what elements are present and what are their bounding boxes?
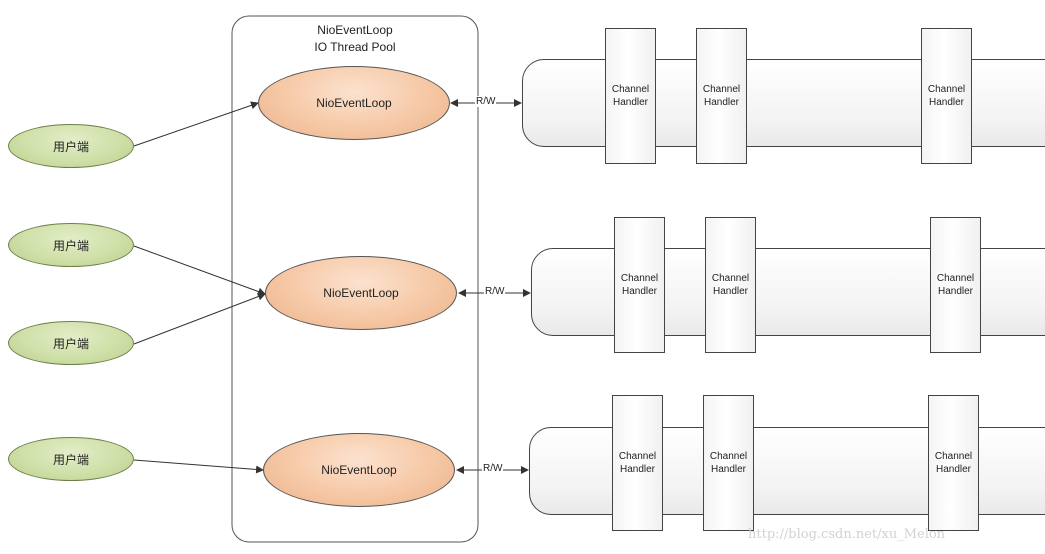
handler-label-line1: Channel [702, 84, 741, 95]
event-loop-node: NioEventLoop [258, 66, 450, 140]
client-2-to-loop-2-arrow [133, 245, 266, 296]
channel-handler: Channel Handler [930, 217, 981, 353]
client-node: 用户端 [8, 124, 134, 168]
handler-label-line2: Handler [928, 97, 965, 108]
handler-label-line2: Handler [621, 286, 658, 297]
thread-pool-title: NioEventLoop IO Thread Pool [232, 22, 478, 56]
channel-handler: Channel Handler [614, 217, 665, 353]
handler-label-line2: Handler [937, 286, 974, 297]
channel-handler: Channel Handler [705, 217, 756, 353]
client-label: 用户端 [52, 139, 89, 154]
thread-pool-title-line2: IO Thread Pool [314, 40, 396, 54]
rw-label: R/W [475, 96, 497, 107]
handler-label-line2: Handler [703, 97, 740, 108]
client-1-to-loop-1-arrow [133, 101, 259, 147]
thread-pool-title-line1: NioEventLoop [317, 23, 393, 37]
handler-label-line1: Channel [927, 84, 966, 95]
event-loop-node: NioEventLoop [265, 256, 457, 330]
rw-label: R/W [484, 286, 506, 297]
client-node: 用户端 [8, 437, 134, 481]
client-label: 用户端 [52, 238, 89, 253]
handler-label-line1: Channel [711, 273, 750, 284]
client-node: 用户端 [8, 223, 134, 267]
handler-label-line1: Channel [620, 273, 659, 284]
handler-label-line1: Channel [618, 451, 657, 462]
handler-label-line1: Channel [936, 273, 975, 284]
event-loop-label: NioEventLoop [316, 96, 392, 110]
client-node: 用户端 [8, 321, 134, 365]
handler-label-line1: Channel [709, 451, 748, 462]
handler-label-line2: Handler [619, 464, 656, 475]
handler-label-line2: Handler [710, 464, 747, 475]
client-3-to-loop-2-arrow [133, 292, 266, 345]
channel-handler: Channel Handler [703, 395, 754, 531]
channel-handler: Channel Handler [921, 28, 972, 164]
channel-handler: Channel Handler [612, 395, 663, 531]
handler-label-line2: Handler [612, 97, 649, 108]
event-loop-label: NioEventLoop [323, 286, 399, 300]
watermark-url: http://blog.csdn.net/xu_Melon [748, 527, 946, 542]
handler-label-line1: Channel [934, 451, 973, 462]
client-4-to-loop-3-arrow [133, 459, 264, 474]
handler-label-line2: Handler [935, 464, 972, 475]
event-loop-node: NioEventLoop [263, 433, 455, 507]
channel-handler: Channel Handler [605, 28, 656, 164]
handler-label-line1: Channel [611, 84, 650, 95]
handler-label-line2: Handler [712, 286, 749, 297]
channel-handler: Channel Handler [696, 28, 747, 164]
client-label: 用户端 [52, 336, 89, 351]
channel-handler: Channel Handler [928, 395, 979, 531]
client-label: 用户端 [52, 452, 89, 467]
rw-label: R/W [482, 463, 504, 474]
event-loop-label: NioEventLoop [321, 463, 397, 477]
